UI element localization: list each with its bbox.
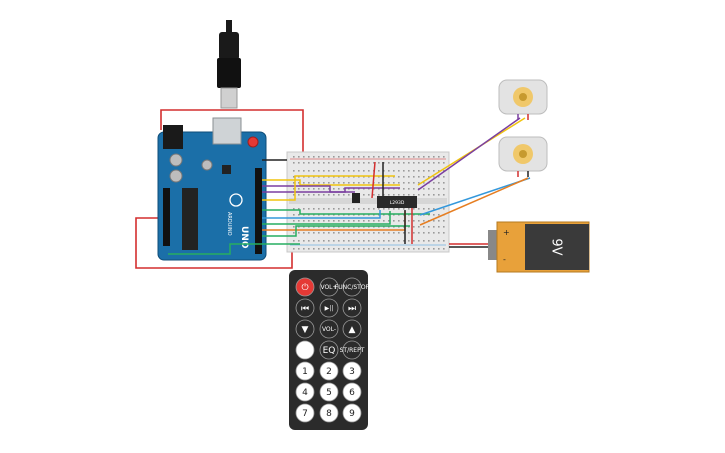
remote-button-vol-up[interactable]: VOL+ (319, 277, 339, 297)
dc-motor-2[interactable] (498, 136, 548, 177)
remote-button-digit-6[interactable]: 6 (342, 382, 362, 402)
arduino-model-label: UNO (239, 226, 249, 249)
remote-button-label: 8 (326, 409, 332, 419)
remote-button-digit-8[interactable]: 8 (319, 403, 339, 423)
battery-label: 9V (549, 238, 564, 255)
dc-motor-1[interactable] (498, 79, 548, 120)
remote-button-label: ▲ (349, 325, 356, 335)
remote-button-zero[interactable]: 0 (295, 340, 315, 360)
ir-receiver[interactable] (352, 193, 360, 203)
power-wires (135, 109, 304, 269)
remote-button-label: ▼ (302, 325, 309, 335)
remote-button-label: ST/REPT (340, 347, 365, 354)
remote-button-digit-5[interactable]: 5 (319, 382, 339, 402)
remote-button-label: VOL- (322, 326, 336, 333)
remote-button-digit-3[interactable]: 3 (342, 361, 362, 381)
arduino-uno-board[interactable]: UNO ARDUINO (157, 117, 267, 261)
battery-minus: - (503, 255, 506, 264)
remote-button-power[interactable]: ⏻ (295, 277, 315, 297)
remote-button-digit-2[interactable]: 2 (319, 361, 339, 381)
remote-button-label: VOL+ (320, 284, 337, 291)
remote-button-label: 2 (326, 367, 332, 377)
ir-remote[interactable]: ⏻ VOL+FUNC/STOP ⏮ ▶|| ⏭ ▼ VOL- ▲ 0 EQ ST/REPT 1 2 3 4 5… (289, 270, 370, 430)
remote-button-label: 9 (349, 409, 355, 419)
remote-button-label: ⏻ (301, 282, 308, 293)
driver-chip-label: L293D (390, 200, 405, 206)
battery-9v[interactable]: 9V + - (488, 221, 590, 273)
remote-button-label: EQ (323, 346, 336, 356)
remote-button-st-rept[interactable]: ST/REPT (340, 340, 365, 360)
remote-button-func-stop[interactable]: FUNC/STOP (335, 277, 370, 297)
remote-button-label: 3 (349, 367, 355, 377)
remote-button-label: 4 (302, 388, 308, 398)
usb-cable (217, 20, 241, 109)
remote-button-digit-7[interactable]: 7 (295, 403, 315, 423)
remote-button-play-pause[interactable]: ▶|| (319, 298, 339, 318)
arduino-brand-label: ARDUINO (226, 212, 232, 236)
remote-button-label: 0 (302, 346, 308, 356)
remote-button-digit-9[interactable]: 9 (342, 403, 362, 423)
remote-button-label: ▶|| (325, 305, 334, 312)
remote-button-label: FUNC/STOP (335, 284, 370, 291)
remote-button-label: ⏭ (348, 304, 356, 314)
remote-button-label: 5 (326, 388, 332, 398)
remote-button-eq[interactable]: EQ (319, 340, 339, 360)
remote-button-vol-down[interactable]: VOL- (319, 319, 339, 339)
remote-button-digit-4[interactable]: 4 (295, 382, 315, 402)
l293d-driver-chip[interactable]: L293D (377, 196, 417, 208)
remote-button-prev[interactable]: ⏮ (295, 298, 315, 318)
battery-plus: + (503, 228, 510, 237)
remote-button-next[interactable]: ⏭ (342, 298, 362, 318)
remote-button-digit-1[interactable]: 1 (295, 361, 315, 381)
remote-button-label: ⏮ (301, 304, 309, 314)
remote-button-up[interactable]: ▲ (342, 319, 362, 339)
remote-button-label: 7 (302, 409, 308, 419)
signal-wires (168, 117, 531, 255)
remote-button-label: 1 (302, 367, 308, 377)
remote-button-down[interactable]: ▼ (295, 319, 315, 339)
remote-button-label: 6 (349, 388, 355, 398)
breadboard[interactable] (286, 151, 450, 253)
